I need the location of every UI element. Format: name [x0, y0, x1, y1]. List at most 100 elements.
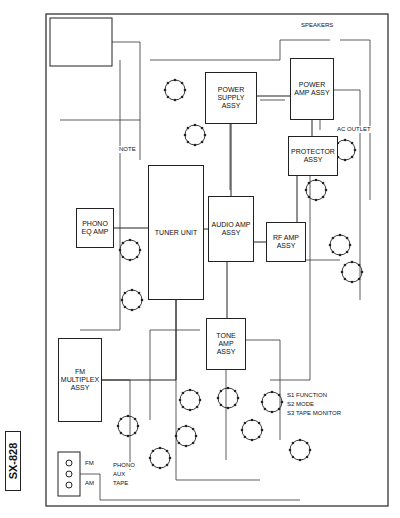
switch-wafer [150, 448, 170, 468]
wire [230, 124, 231, 190]
switch-wafer [306, 180, 326, 200]
switch-contact [199, 399, 202, 402]
switch-contact [278, 408, 281, 411]
switch-contact [351, 281, 354, 284]
switch-contact [329, 244, 332, 247]
model-number: SX-828 [5, 431, 21, 491]
switch-contact [134, 432, 137, 435]
assembly-label: AUDIO AMP ASSY [211, 221, 251, 237]
switch-contact [349, 244, 352, 247]
wire [150, 330, 200, 420]
assembly-box: POWER AMP ASSY [290, 58, 334, 120]
rotary-switch-symbol [164, 79, 187, 102]
switch-wafer [330, 235, 350, 255]
switch-contact [169, 457, 172, 460]
schematic-note: S3 TAPE MONITOR [286, 410, 342, 417]
switch-contact [192, 428, 195, 431]
switch-contact [152, 450, 155, 453]
rotary-switch-symbol [289, 439, 312, 462]
assembly-label: RF AMP ASSY [269, 234, 303, 250]
switch-contact [122, 256, 125, 259]
switch-contact [325, 189, 328, 192]
switch-contact [129, 239, 132, 242]
switch-contact [196, 392, 199, 395]
signal-wire [114, 228, 148, 229]
switch-contact [354, 149, 357, 152]
switch-contact [117, 425, 120, 428]
assembly-label: FM MULTIPLEX ASSY [61, 368, 99, 392]
switch-contact [361, 271, 364, 274]
assembly-box: FM MULTIPLEX ASSY [58, 338, 102, 422]
switch-contact [129, 259, 132, 262]
switch-contact [271, 391, 274, 394]
switch-contact [220, 404, 223, 407]
switch-contact [351, 142, 354, 145]
switch-contact [358, 278, 361, 281]
switch-contact [315, 179, 318, 182]
assembly-box: TONE AMP ASSY [206, 318, 246, 370]
switch-contact [234, 404, 237, 407]
switch-contact [181, 96, 184, 99]
signal-wire [254, 242, 266, 243]
switch-contact [127, 415, 130, 418]
wire [332, 90, 360, 300]
assembly-box: PROTECTOR ASSY [288, 136, 338, 176]
switch-contact [227, 387, 230, 390]
switch-contact [308, 182, 311, 185]
switch-contact [339, 234, 342, 237]
switch-contact [271, 411, 274, 414]
switch-contact [244, 436, 247, 439]
wire [150, 40, 330, 60]
schematic-note: S1 FUNCTION [286, 392, 328, 399]
switch-contact [351, 156, 354, 159]
schematic-note: NOTE [118, 146, 137, 153]
switch-contact [241, 429, 244, 432]
rotary-switch-symbol [121, 289, 144, 312]
switch-contact [351, 261, 354, 264]
switch-contact [185, 445, 188, 448]
switch-contact [184, 134, 187, 137]
assembly-label: PHONO EQ AMP [79, 220, 111, 236]
switch-contact [344, 264, 347, 267]
sheet-frame [46, 14, 388, 506]
wire [112, 42, 140, 160]
switch-contact [184, 89, 187, 92]
wire [340, 40, 370, 200]
assembly-label: TONE AMP ASSY [209, 332, 243, 356]
switch-contact [195, 435, 198, 438]
switch-contact [149, 457, 152, 460]
switch-contact [292, 456, 295, 459]
rotary-switch-symbol [179, 389, 202, 412]
switch-contact [322, 196, 325, 199]
wire [270, 176, 310, 380]
switch-contact [174, 79, 177, 82]
switch-contact [167, 96, 170, 99]
switch-contact [134, 418, 137, 421]
switch-contact [344, 278, 347, 281]
switch-contact [138, 306, 141, 309]
switch-contact [164, 89, 167, 92]
switch-contact [346, 251, 349, 254]
switch-contact [264, 394, 267, 397]
switch-contact [344, 159, 347, 162]
signal-wire [312, 120, 313, 136]
switch-wafer [165, 80, 185, 100]
switch-contact [131, 309, 134, 312]
switch-contact [139, 249, 142, 252]
wire [244, 340, 280, 440]
switch-wafer [335, 140, 355, 160]
schematic-note: S2 MODE [286, 401, 315, 408]
switch-contact [194, 124, 197, 127]
assembly-box: RF AMP ASSY [266, 222, 306, 262]
switch-contact [159, 447, 162, 450]
switch-contact [315, 199, 318, 202]
signal-wire [227, 262, 228, 318]
assembly-box: POWER SUPPLY ASSY [205, 72, 257, 124]
switch-contact [306, 456, 309, 459]
rotary-switch-symbol [241, 419, 264, 442]
switch-contact [137, 425, 140, 428]
switch-contact [306, 442, 309, 445]
switch-wafer [180, 390, 200, 410]
switch-contact [119, 249, 122, 252]
switch-contact [217, 397, 220, 400]
